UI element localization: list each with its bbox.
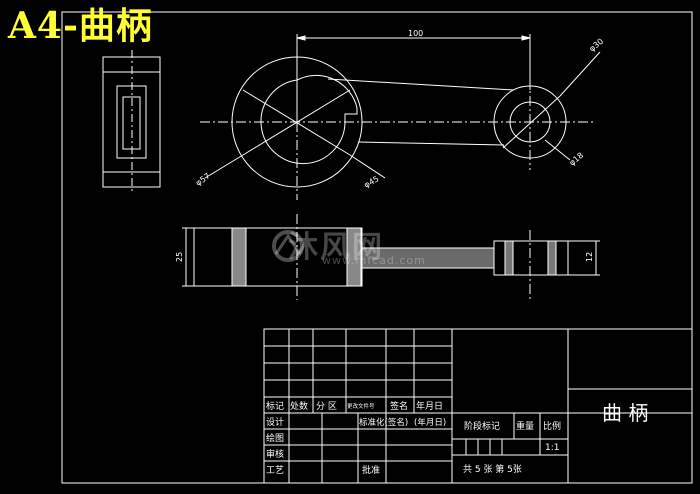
tb-date-paren: (年月日) — [414, 417, 446, 428]
tb-scale: 比例 — [543, 420, 561, 432]
tb-drawing: 绘图 — [266, 432, 284, 444]
dim-length: 100 — [408, 29, 423, 38]
tb-label-count: 处数 — [290, 400, 308, 412]
tb-check: 审核 — [266, 448, 284, 460]
page-heading: A4-曲柄 — [8, 5, 153, 47]
dim-small-outer: φ30 — [588, 37, 606, 54]
tb-weight: 重量 — [516, 420, 534, 432]
tb-process: 工艺 — [266, 465, 284, 476]
big-bore-keyway — [260, 74, 358, 165]
dim-big-outer: φ57 — [194, 171, 212, 187]
hub-hatch-left — [231, 227, 247, 287]
tb-standardization: 标准化(签名) — [359, 417, 408, 428]
watermark-url: www.mfcad.com — [322, 254, 426, 267]
tb-design: 设计 — [266, 416, 284, 428]
tb-label-date: 年月日 — [416, 400, 443, 412]
dim-big-bore: φ45 — [363, 174, 381, 190]
tb-approve: 批准 — [362, 464, 380, 476]
title-block-grid — [263, 328, 693, 484]
tb-label-signature: 签名 — [390, 400, 408, 412]
tb-scale-value: 1:1 — [545, 443, 559, 453]
front-view — [182, 214, 600, 300]
dim-small-bore: φ18 — [568, 151, 586, 168]
top-view — [200, 34, 601, 200]
watermark-logo-icon — [272, 230, 304, 262]
dim-height: 25 — [175, 252, 184, 262]
hub-hatch-right — [346, 227, 362, 287]
arm-top-edge — [327, 78, 515, 91]
small-hub-outline — [493, 240, 569, 276]
tb-part-name: 曲 柄 — [602, 401, 648, 425]
watermark-text: 沐风网 — [288, 230, 384, 265]
side-view — [102, 50, 161, 194]
dim-thickness: 12 — [585, 252, 594, 262]
arm-bottom-edge — [357, 141, 505, 146]
tb-label-mark: 标记 — [266, 400, 284, 412]
tb-stage-mark: 阶段标记 — [464, 420, 500, 432]
tb-label-zone: 分 区 — [316, 401, 337, 412]
tb-sheet-info: 共 5 张 第 5张 — [463, 463, 522, 475]
tb-label-change-doc: 更改文件号 — [347, 402, 375, 410]
